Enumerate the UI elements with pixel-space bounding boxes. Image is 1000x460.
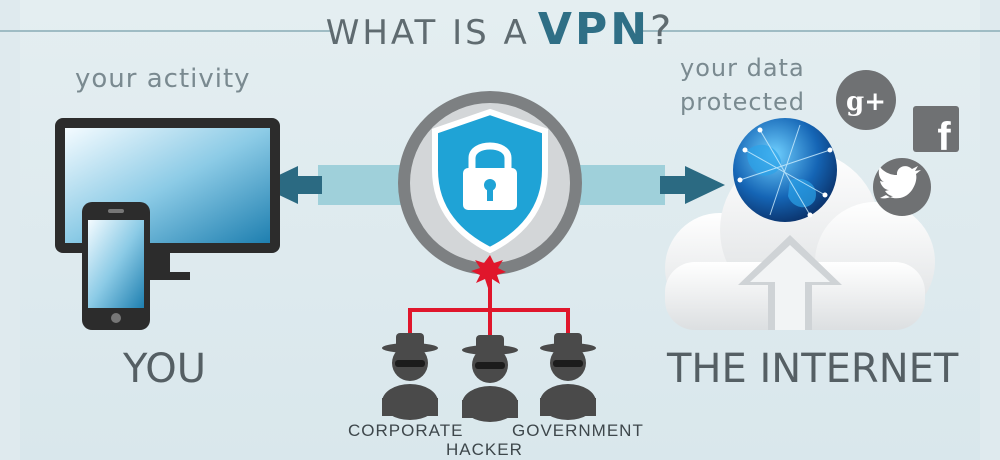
svg-text:f: f [937,115,951,159]
title-divider-left [0,30,330,32]
twitter-icon [873,158,931,216]
your-data-label: your data [680,54,805,82]
hacker-label: HACKER [446,440,523,459]
spy-icon-hacker [462,335,518,422]
facebook-icon: f [913,106,959,159]
globe-icon [733,118,837,222]
google-plus-icon: g+ [836,70,896,130]
connection-pipe-right [580,165,725,205]
phone-icon [82,202,150,330]
spy-icon-corporate [382,333,438,420]
your-activity-label: your activity [75,64,251,94]
internet-label: THE INTERNET [667,346,959,392]
vpn-hub [398,91,582,275]
title-prefix: WHAT IS A [325,13,530,53]
spy-icon-government [540,333,596,420]
title-accent: VPN [537,4,651,55]
title-suffix: ? [650,8,675,54]
page-title: WHAT IS A VPN? [0,4,1000,55]
protected-label: protected [680,88,806,116]
government-label: GOVERNMENT [512,421,644,440]
corporate-label: CORPORATE [348,421,464,440]
title-divider-right [640,30,1000,32]
you-label: YOU [123,346,207,392]
connection-pipe-left [258,165,418,205]
svg-text:g+: g+ [846,87,886,117]
intrusion-burst-icon [471,255,506,288]
lock-icon [463,142,517,210]
